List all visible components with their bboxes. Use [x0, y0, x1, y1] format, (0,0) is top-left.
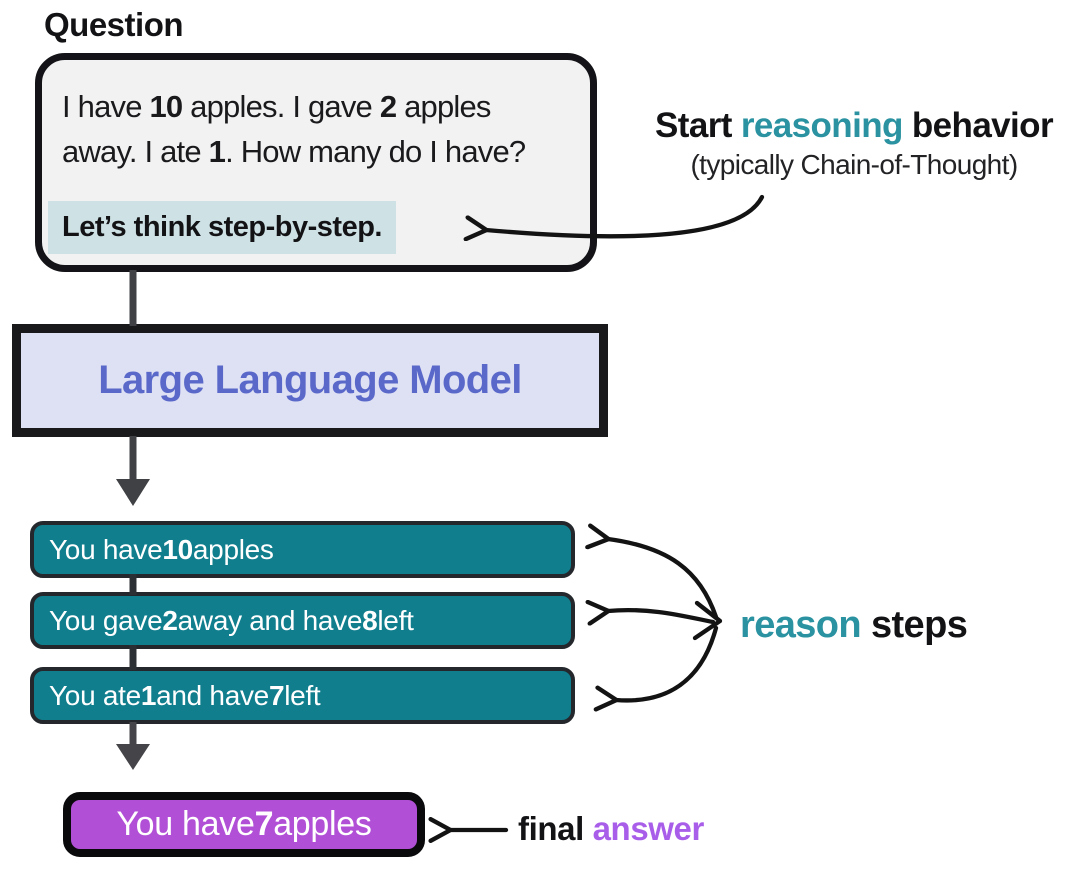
start-reasoning-annotation: Start reasoning behavior (typically Chai… — [628, 106, 1080, 181]
reason-steps-convergence-arrowhead — [692, 600, 723, 641]
arrow-fan-to-step3 — [616, 625, 719, 700]
connector-llm-to-steps-arrowhead — [116, 479, 150, 506]
question-text-line2: away. I ate 1. How many do I have? — [62, 134, 526, 169]
connector-steps-to-answer-arrowhead — [116, 744, 150, 770]
final-answer-box: You have 7 apples — [63, 792, 425, 857]
arrow-fan-to-step1 — [608, 539, 719, 620]
reason-steps-annotation: reason steps — [740, 604, 968, 646]
final-answer-annotation: final answer — [518, 810, 704, 847]
start-reasoning-subtext: (typically Chain-of-Thought) — [690, 149, 1018, 180]
question-text: I have 10 apples. I gave 2 apples away. … — [62, 84, 526, 174]
llm-label: Large Language Model — [98, 358, 522, 402]
cot-trigger-highlight: Let’s think step-by-step. — [48, 201, 396, 254]
arrow-fan-to-step2 — [608, 610, 716, 622]
question-box: I have 10 apples. I gave 2 apples away. … — [35, 53, 597, 272]
reason-step-2: You gave 2 away and have 8 left — [30, 592, 575, 649]
start-reasoning-text: Start reasoning behavior — [655, 106, 1054, 145]
question-text-line1: I have 10 apples. I gave 2 apples — [62, 89, 491, 124]
reason-step-1: You have 10 apples — [30, 521, 575, 578]
reason-step-3: You ate 1 and have 7 left — [30, 667, 575, 724]
llm-box: Large Language Model — [12, 324, 608, 437]
question-title: Question — [44, 6, 184, 43]
